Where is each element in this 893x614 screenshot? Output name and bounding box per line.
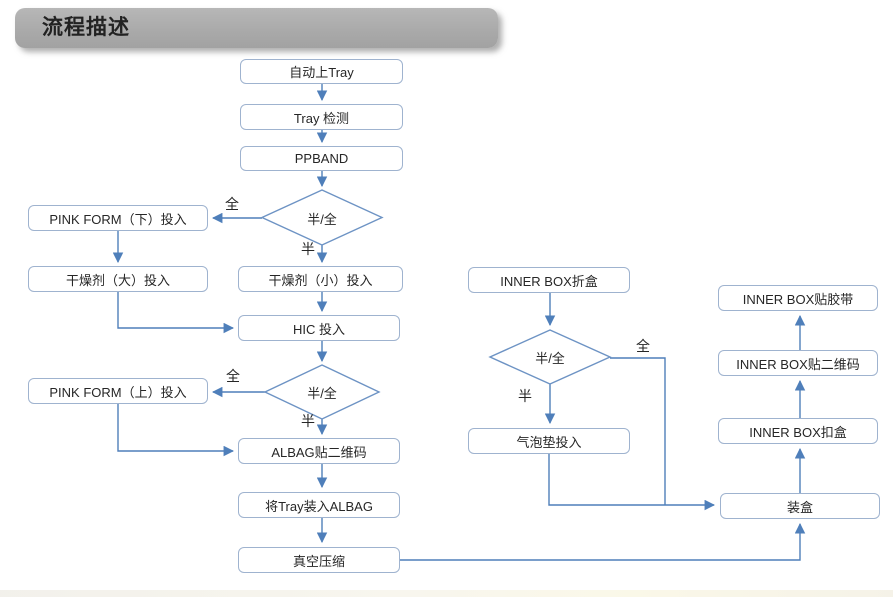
decision2-diamond — [263, 364, 381, 420]
decision2-branch-full: 全 — [226, 368, 240, 384]
decision1-branch-full: 全 — [225, 196, 239, 212]
node-hic: HIC 投入 — [238, 315, 400, 341]
decision3-branch-full: 全 — [636, 338, 650, 354]
node-tray-check: Tray 检测 — [240, 104, 403, 130]
decision3-diamond — [488, 329, 612, 385]
decision1-diamond — [260, 189, 384, 246]
decision3-branch-half: 半 — [518, 388, 532, 404]
node-auto-tray: 自动上Tray — [240, 59, 403, 84]
node-albag-qr: ALBAG贴二维码 — [238, 438, 400, 464]
node-inner-box-lock: INNER BOX扣盒 — [718, 418, 878, 444]
decision3-label: 半/全 — [535, 351, 565, 366]
node-bubble-pad: 气泡垫投入 — [468, 428, 630, 454]
node-ppband: PPBAND — [240, 146, 403, 171]
edge-decision3-full-merge — [610, 357, 666, 505]
node-tray-into-albag: 将Tray装入ALBAG — [238, 492, 400, 518]
node-pack-box: 装盒 — [720, 493, 880, 519]
node-inner-box-fold: INNER BOX折盒 — [468, 267, 630, 293]
edge-vacuum-packbox — [400, 522, 806, 561]
decision1-label: 半/全 — [307, 212, 337, 227]
bottom-divider-stripe — [0, 590, 893, 597]
edge-pinkformup-albagqr — [117, 404, 235, 457]
node-pink-form-down: PINK FORM（下）投入 — [28, 205, 208, 231]
node-pink-form-up: PINK FORM（上）投入 — [28, 378, 208, 404]
node-inner-box-qr: INNER BOX贴二维码 — [718, 350, 878, 376]
page-title: 流程描述 — [42, 16, 130, 39]
page-title-banner: 流程描述 — [15, 8, 498, 48]
decision1-branch-half: 半 — [301, 241, 315, 257]
decision2-branch-half: 半 — [301, 413, 315, 429]
node-desiccant-large: 干燥剂（大）投入 — [28, 266, 208, 292]
node-desiccant-small: 干燥剂（小）投入 — [238, 266, 403, 292]
edge-desiccantlarge-hic — [117, 292, 235, 334]
node-vacuum: 真空压缩 — [238, 547, 400, 573]
node-inner-box-tape: INNER BOX贴胶带 — [718, 285, 878, 311]
edge-bubblepad-packbox — [548, 454, 716, 511]
decision2-label: 半/全 — [307, 386, 337, 401]
